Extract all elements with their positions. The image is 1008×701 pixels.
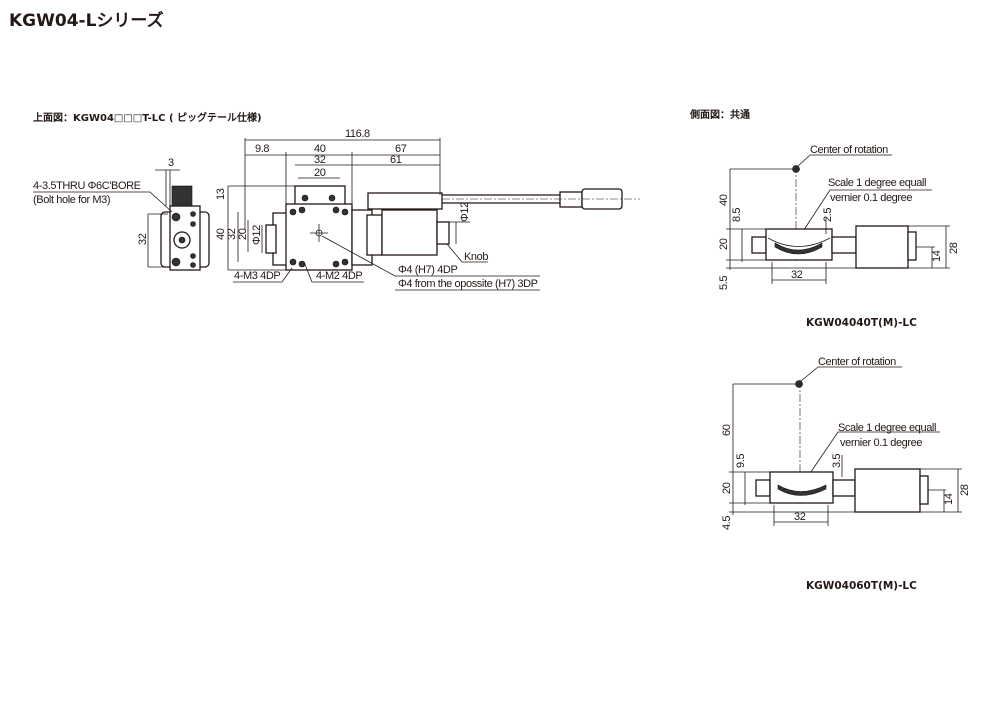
center-of-rotation-label: Center of rotation	[810, 144, 888, 156]
vernier-label: vernier 0.1 degree	[840, 437, 922, 449]
bolt-hole-note: (Bolt hole for M3)	[33, 194, 110, 206]
top-view-heading: 上面図：KGW04□□□T-LC ( ピッグテール仕様)	[33, 113, 262, 124]
dim-hole-pitch: 32	[314, 154, 326, 166]
dim-offset: 9.8	[255, 143, 269, 155]
dim-a: 8.5	[731, 208, 743, 222]
scale-label: Scale 1 degree equall	[828, 177, 926, 189]
dim-b: 2.5	[822, 208, 834, 222]
dim-motor-inner: 61	[390, 154, 402, 166]
dim-pitch: 32	[794, 511, 806, 523]
knob-label: Knob	[464, 251, 488, 263]
model-name: KGW04060T(M)-LC	[806, 580, 917, 592]
dim-end-height: 32	[137, 233, 149, 245]
m3-label: 4-M3 4DP	[234, 270, 280, 282]
center-of-rotation-label: Center of rotation	[818, 356, 896, 368]
model-name: KGW04040T(M)-LC	[806, 317, 917, 329]
dim-h14: 14	[943, 493, 955, 505]
dim-h14: 14	[931, 250, 943, 262]
dim-phi12-right: Φ12	[459, 202, 471, 222]
dim-pitch: 32	[791, 269, 803, 281]
dim-thick: 20	[718, 238, 730, 250]
dim-top-width: 20	[314, 167, 326, 179]
top-view: 116.8 9.8 40 67 32 61 20 13 40 32 20 Φ12…	[215, 128, 640, 291]
dim-height: 60	[721, 424, 733, 436]
dim-height: 40	[718, 194, 730, 206]
dim-side-20: 20	[237, 228, 249, 240]
vernier-label: vernier 0.1 degree	[830, 192, 912, 204]
dim-phi12-left: Φ12	[251, 225, 263, 245]
dim-a: 9.5	[735, 454, 747, 468]
dim-thick: 20	[721, 482, 733, 494]
pin-label: Φ4 (H7) 4DP	[398, 264, 457, 276]
dim-overall: 116.8	[345, 128, 370, 140]
dim-side-13: 13	[215, 188, 227, 200]
dim-b: 3.5	[831, 454, 843, 468]
dim-side-32: 32	[226, 228, 238, 240]
side-view-60: Center of rotation Scale 1 degree equall…	[721, 356, 971, 530]
pin-opposite-label: Φ4 from the opossite (H7) 3DP	[398, 278, 538, 290]
dim-bottom: 5.5	[718, 276, 730, 290]
m2-label: 4-M2 4DP	[316, 270, 362, 282]
end-view: 3 32 4-3.5THRU Φ6C'BORE (Bolt hole for M…	[33, 157, 210, 271]
side-view-40: Center of rotation Scale 1 degree equall…	[718, 144, 960, 290]
bolt-hole-label: 4-3.5THRU Φ6C'BORE	[33, 180, 141, 192]
dim-motor: 67	[395, 143, 407, 155]
scale-label: Scale 1 degree equall	[838, 422, 936, 434]
dim-h28: 28	[959, 484, 971, 496]
dim-body: 40	[314, 143, 326, 155]
dim-bottom: 4.5	[721, 516, 733, 530]
page-title: KGW04-Lシリーズ	[9, 11, 164, 31]
dim-side-40: 40	[215, 228, 227, 240]
dim-end-width: 3	[168, 157, 174, 169]
dim-h28: 28	[948, 242, 960, 254]
side-view-heading: 側面図：共通	[690, 110, 750, 121]
